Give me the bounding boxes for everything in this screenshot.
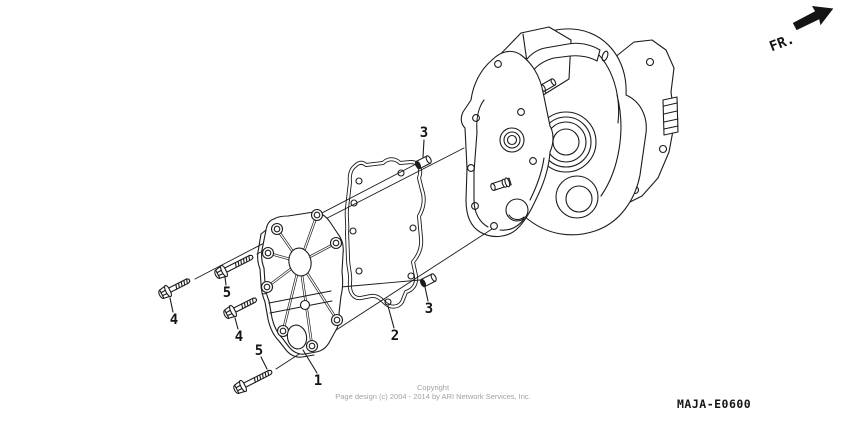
cover-drawing: [257, 208, 344, 358]
bolt-upper-left: [158, 278, 191, 299]
callout-2[interactable]: 2: [390, 328, 400, 344]
copyright-line2: Page design (c) 2004 - 2014 by ARI Netwo…: [335, 391, 531, 401]
callout-leader-lines: [169, 139, 429, 374]
bolt-upper: [214, 254, 254, 279]
callout-4-middle[interactable]: 4: [234, 329, 244, 345]
callout-3-upper[interactable]: 3: [419, 125, 429, 141]
gasket-drawing: [344, 157, 426, 309]
fr-label: FR.: [767, 31, 796, 55]
fr-direction-indicator: FR.: [767, 5, 834, 55]
fr-arrow-icon: [792, 5, 834, 31]
bolt-middle: [223, 297, 258, 319]
dowel-pin-upper: [414, 155, 432, 170]
copyright-line1: Copyright: [416, 383, 450, 392]
copyright-notice: Copyright Page design (c) 2004 - 2014 by…: [263, 383, 603, 401]
callout-1[interactable]: 1: [313, 373, 323, 389]
callout-5-lower[interactable]: 5: [254, 343, 264, 359]
diagram-code: MAJA-E0600: [677, 397, 752, 411]
callout-5-upper[interactable]: 5: [222, 285, 232, 301]
dowel-pin-lower: [419, 273, 437, 288]
bolt-lower: [233, 369, 273, 394]
callout-4-left[interactable]: 4: [169, 312, 179, 328]
transmission-case-drawing: [460, 26, 679, 237]
callout-3-lower[interactable]: 3: [424, 301, 434, 317]
